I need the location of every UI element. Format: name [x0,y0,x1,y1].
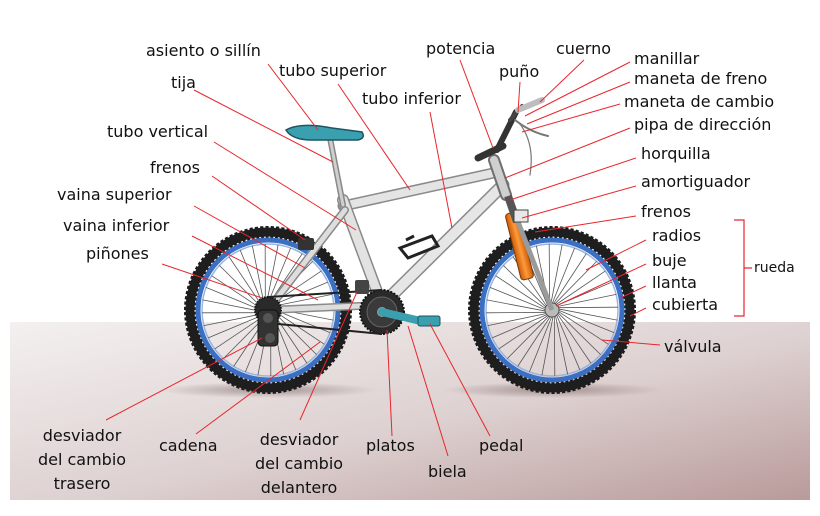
label-maneta-cambio: maneta de cambio [624,92,774,111]
label-buje: buje [652,251,687,270]
label-frenos-trasero: frenos [150,158,200,177]
leader-maneta-cambio [522,104,620,132]
label-maneta-freno: maneta de freno [634,69,767,88]
leader-pipa-direccion [505,128,630,178]
label-rueda: rueda [754,259,795,278]
leader-cuerno [540,60,584,102]
label-cubierta: cubierta [652,295,718,314]
spoke [212,276,262,309]
label-cadena: cadena [159,436,218,455]
rueda-bracket [734,220,752,316]
label-desviador-trasero: desviador del cambio trasero [22,424,142,496]
label-puno: puño [499,62,539,81]
seat [286,125,363,140]
label-desviador-delantero: desviador del cambio delantero [238,428,360,500]
label-pinones: piñones [86,244,149,263]
label-llanta: llanta [652,273,697,292]
label-tija: tija [171,73,196,92]
label-valvula: válvula [664,337,722,356]
spoke [487,300,546,311]
label-tubo-vertical: tubo vertical [107,122,208,141]
label-vaina-inferior: vaina inferior [63,216,169,235]
spoke [558,309,617,320]
leader-horquilla [510,158,636,200]
spoke [486,312,546,313]
label-tubo-superior: tubo superior [279,61,386,80]
handlebar [478,100,548,175]
spoke [558,307,618,308]
label-horquilla: horquilla [641,144,711,163]
label-asiento: asiento o sillín [146,41,261,60]
spoke [549,244,550,304]
label-potencia: potencia [426,39,495,58]
label-biela: biela [428,462,467,481]
spoke [551,245,562,304]
label-frenos-delantero: frenos [641,202,691,221]
leader-tubo-inferior [430,112,452,228]
frame [268,138,506,310]
label-platos: platos [366,436,415,455]
label-vaina-superior: vaina superior [57,185,172,204]
spoke [557,294,616,306]
label-tubo-inferior: tubo inferior [362,89,461,108]
label-cuerno: cuerno [556,39,611,58]
leader-potencia [460,60,493,148]
label-manillar: manillar [634,49,699,68]
spoke [554,316,555,376]
leader-manillar [525,62,630,116]
label-radios: radios [652,226,701,245]
label-pedal: pedal [479,436,523,455]
leader-frenos-delantero [535,216,636,232]
label-amortiguador: amortiguador [641,172,750,191]
spoke [203,300,261,311]
label-pipa-direccion: pipa de dirección [634,115,771,134]
